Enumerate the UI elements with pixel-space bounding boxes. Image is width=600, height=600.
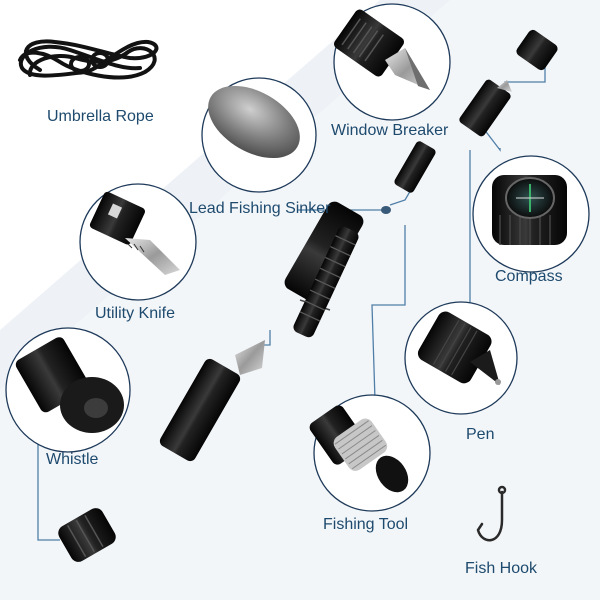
fishing-tool-callout bbox=[309, 394, 431, 512]
knife-blade-icon bbox=[89, 191, 180, 275]
label-lead-fishing-sinker: Lead Fishing Sinker bbox=[189, 200, 331, 217]
lead-sinker-icon bbox=[208, 85, 300, 159]
paracord-rope-icon bbox=[18, 39, 159, 80]
compass-callout bbox=[472, 155, 590, 273]
whistle-callout bbox=[5, 327, 131, 453]
fishing-line-spool-icon bbox=[309, 405, 409, 493]
label-umbrella-rope: Umbrella Rope bbox=[47, 108, 154, 125]
label-pen: Pen bbox=[466, 426, 495, 443]
utility-knife-callout bbox=[79, 183, 197, 301]
label-window-breaker: Window Breaker bbox=[331, 122, 449, 139]
glass-breaker-tip-icon bbox=[334, 9, 430, 90]
window-breaker-callout bbox=[333, 3, 451, 121]
pen-tip-icon bbox=[417, 311, 501, 385]
pen-callout bbox=[404, 301, 518, 415]
label-fish-hook: Fish Hook bbox=[465, 560, 538, 577]
fish-hook-icon bbox=[476, 485, 507, 542]
label-whistle: Whistle bbox=[46, 451, 99, 468]
tactical-pen-body-icon bbox=[159, 141, 436, 462]
compass-icon bbox=[492, 175, 567, 245]
breaker-cap-piece bbox=[459, 29, 558, 137]
label-utility-knife: Utility Knife bbox=[95, 305, 176, 322]
label-compass: Compass bbox=[495, 268, 563, 285]
whistle-icon bbox=[15, 337, 124, 433]
lead-sinker-callout bbox=[201, 77, 317, 193]
whistle-piece bbox=[58, 508, 116, 562]
label-fishing-tool: Fishing Tool bbox=[323, 516, 409, 533]
